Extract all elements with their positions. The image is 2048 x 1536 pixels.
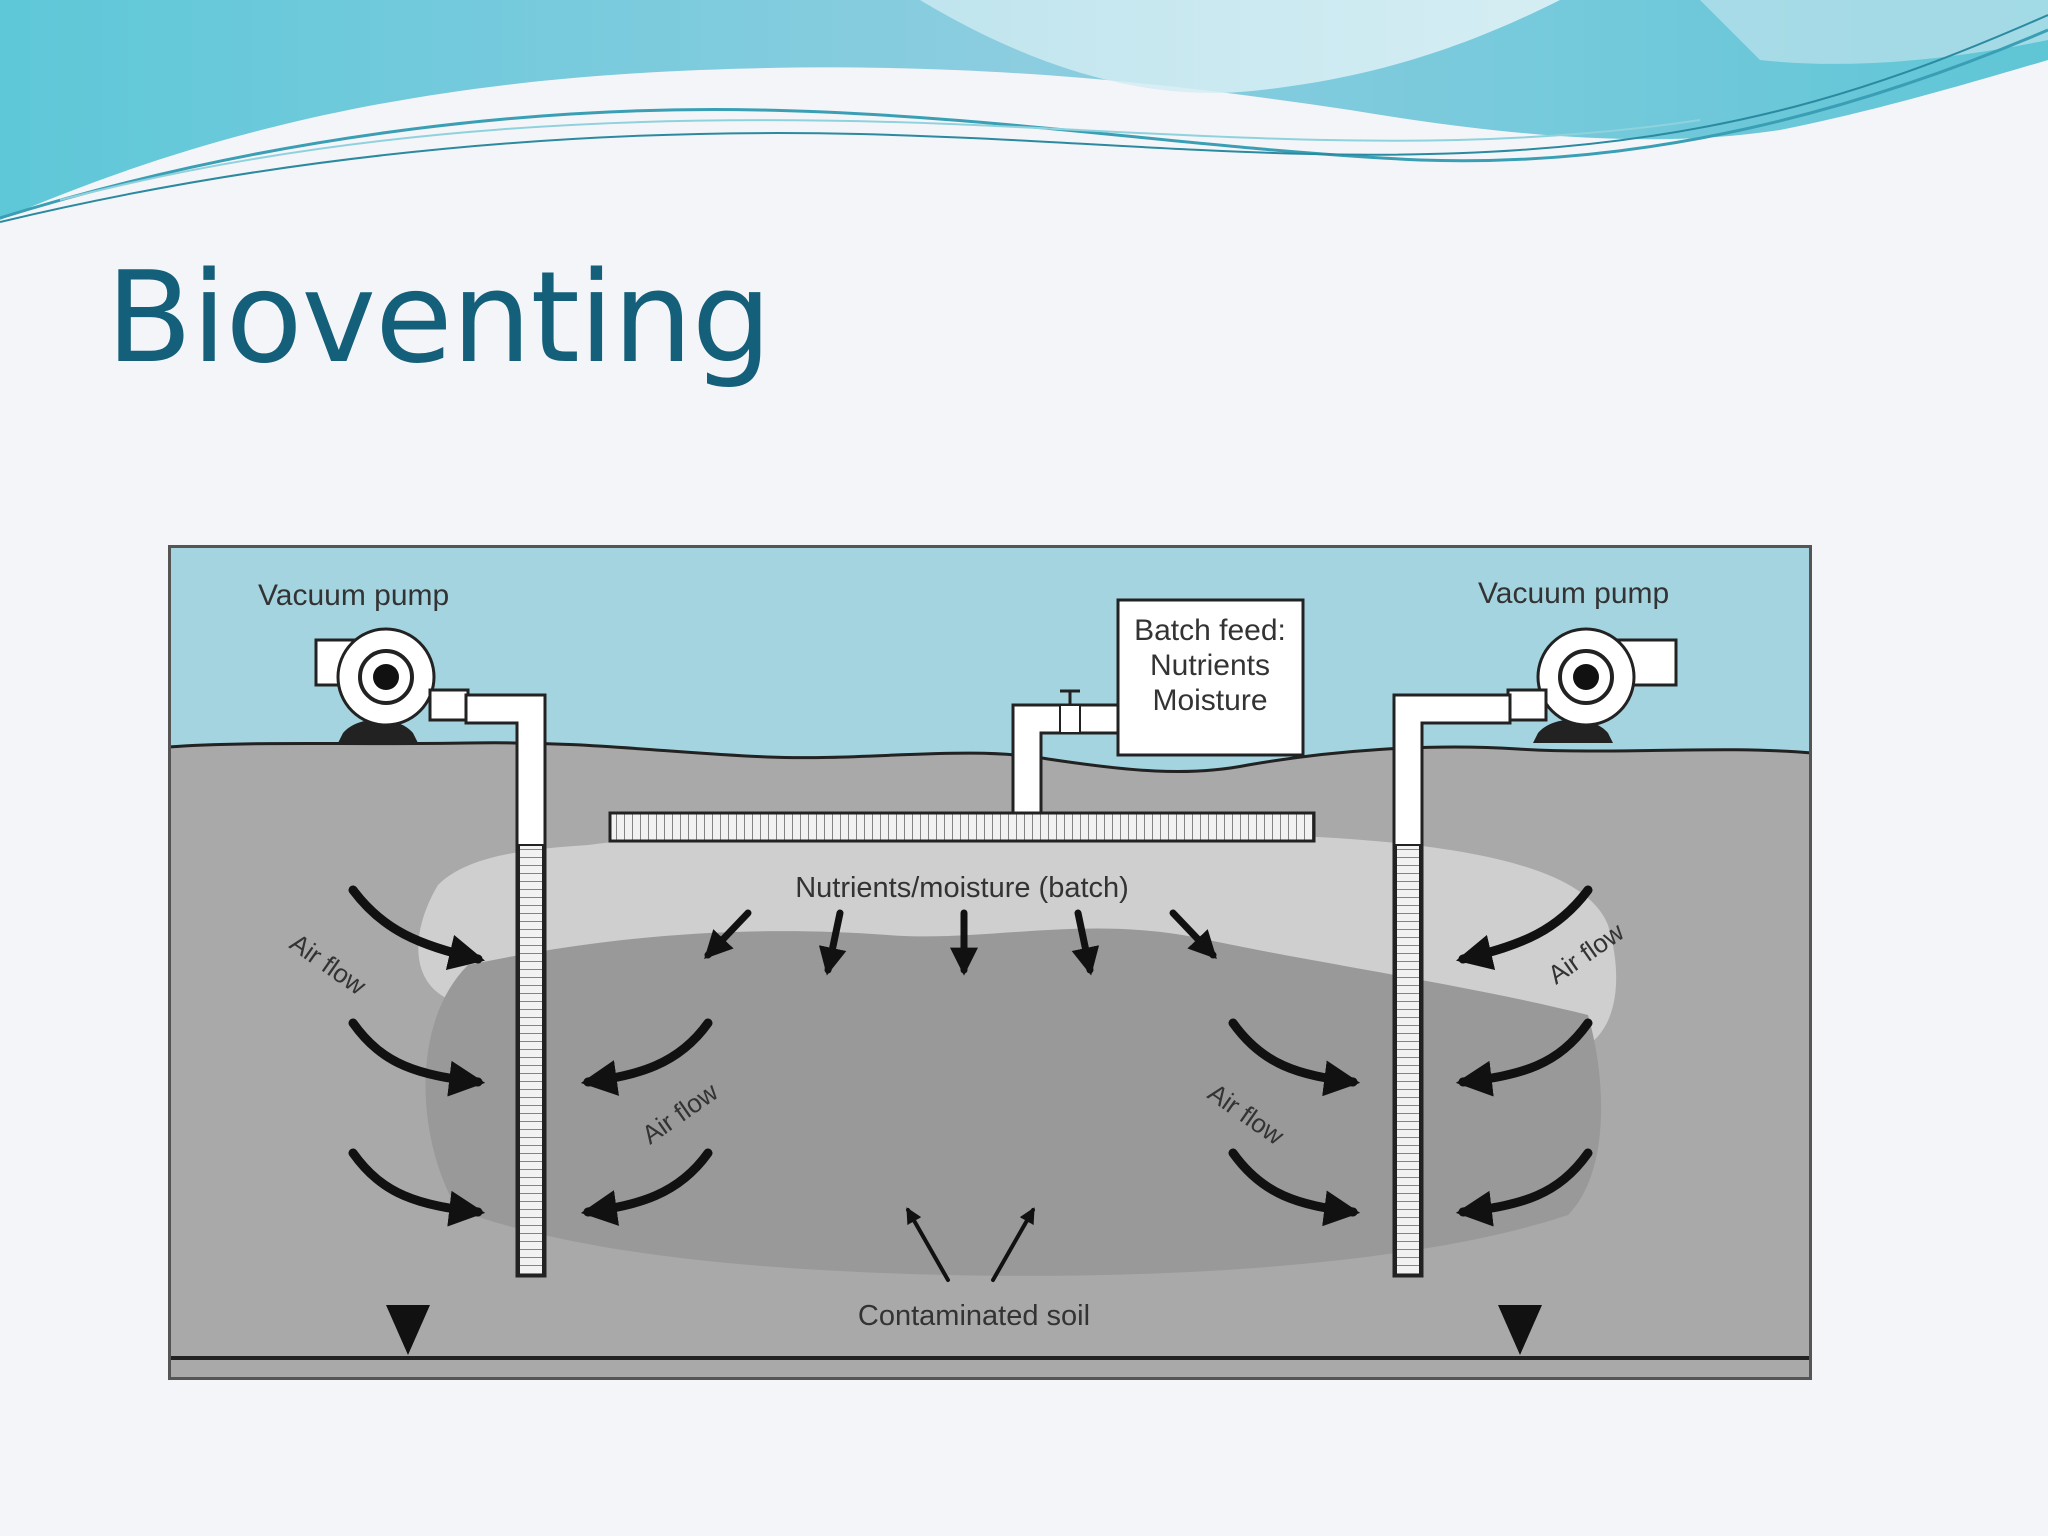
label-vacuum-pump-left: Vacuum pump <box>258 579 449 612</box>
batch-feed-box <box>1116 598 1305 757</box>
label-batch-feed-1: Batch feed: <box>1134 614 1286 647</box>
batch-feed-valve <box>1059 689 1081 734</box>
label-nutrients-moisture: Nutrients/moisture (batch) <box>795 872 1129 904</box>
label-vacuum-pump-right: Vacuum pump <box>1478 577 1669 610</box>
water-table-marker-left <box>386 1305 430 1355</box>
bioventing-diagram: Vacuum pump Vacuum pump Batch feed: Nutr… <box>168 545 1812 1380</box>
contaminated-soil-zone <box>425 928 1602 1276</box>
nutrient-flow-arrows <box>704 909 1217 976</box>
diagram-frame <box>168 545 1812 1380</box>
label-batch-feed-2: Nutrients <box>1150 649 1270 682</box>
vacuum-pump-right <box>1506 627 1678 743</box>
label-contaminated-soil: Contaminated soil <box>858 1300 1090 1332</box>
air-flow-arrows-left <box>348 885 713 1227</box>
slide-title: Bioventing <box>106 244 772 391</box>
water-table-marker-right <box>1498 1305 1542 1355</box>
air-flow-arrows-right <box>1228 885 1593 1227</box>
well-screen-left <box>518 844 544 1276</box>
vacuum-pump-left <box>314 627 470 743</box>
contaminated-soil-pointer-arrows <box>906 1207 1035 1282</box>
well-screen-right <box>1395 844 1421 1276</box>
header-wave-decoration <box>0 0 2048 223</box>
label-batch-feed-3: Moisture <box>1152 684 1267 717</box>
nutrient-distribution-pipe <box>608 811 1316 843</box>
